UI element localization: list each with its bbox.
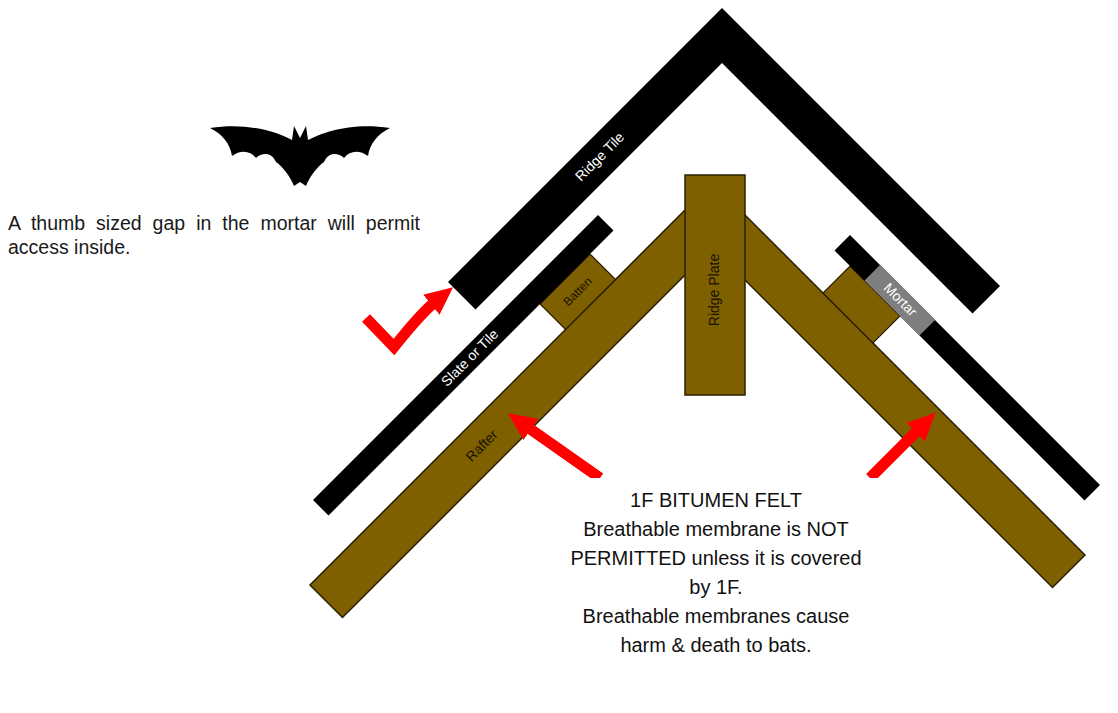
note-text: 1F BITUMEN FELT — [566, 486, 866, 515]
callout-text: A thumb sized gap in the mortar will per… — [8, 211, 420, 260]
note-panel: 1F BITUMEN FELTBreathable membrane is NO… — [520, 478, 912, 713]
mortar-shape — [865, 265, 936, 336]
ridge-plate-shape — [685, 175, 745, 395]
ridge-tile-shape — [448, 8, 1000, 314]
part-label: Slate or Tile — [438, 326, 501, 389]
note-text: Breathable membranes cause harm & death … — [566, 602, 866, 660]
entry-arrow — [366, 301, 436, 347]
slate-shape — [313, 215, 614, 516]
bat-silhouette — [210, 126, 390, 186]
pointer-arrow — [526, 426, 600, 478]
part-label: Ridge Plate — [707, 254, 722, 326]
note-text: Breathable membrane is NOT PERMITTED unl… — [566, 515, 866, 602]
pointer-arrow — [870, 428, 920, 478]
